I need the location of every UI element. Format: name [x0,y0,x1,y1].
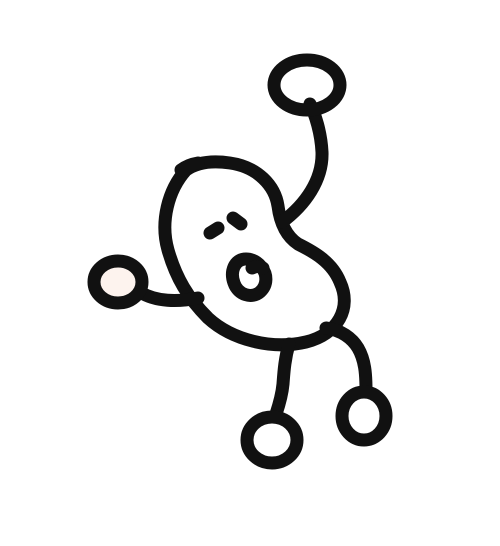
mouth-inner-mark [245,260,270,275]
right-foot [335,385,393,447]
left-eye [203,221,225,240]
right-leg [319,321,373,397]
bean-body [158,155,351,352]
left-hand [87,254,149,310]
left-arm [133,285,205,307]
right-eye [226,211,248,231]
left-leg [269,337,296,421]
left-foot [240,410,304,470]
right-hand [267,53,347,117]
body-overlap-mark [174,156,205,177]
right-arm [275,97,329,229]
